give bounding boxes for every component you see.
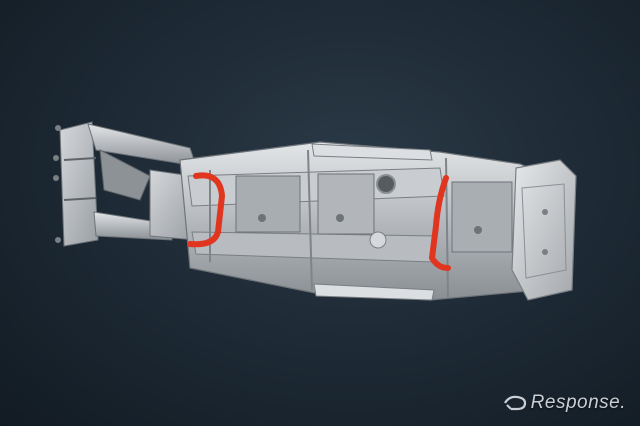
red-reinforcements bbox=[187, 172, 451, 271]
front-subframe bbox=[53, 121, 197, 247]
response-logo-icon bbox=[503, 395, 526, 411]
watermark-text: Response. bbox=[530, 392, 626, 413]
rear-tank-shield bbox=[511, 159, 577, 301]
floor-pan bbox=[179, 141, 549, 301]
watermark-logo: Response. bbox=[503, 392, 626, 414]
